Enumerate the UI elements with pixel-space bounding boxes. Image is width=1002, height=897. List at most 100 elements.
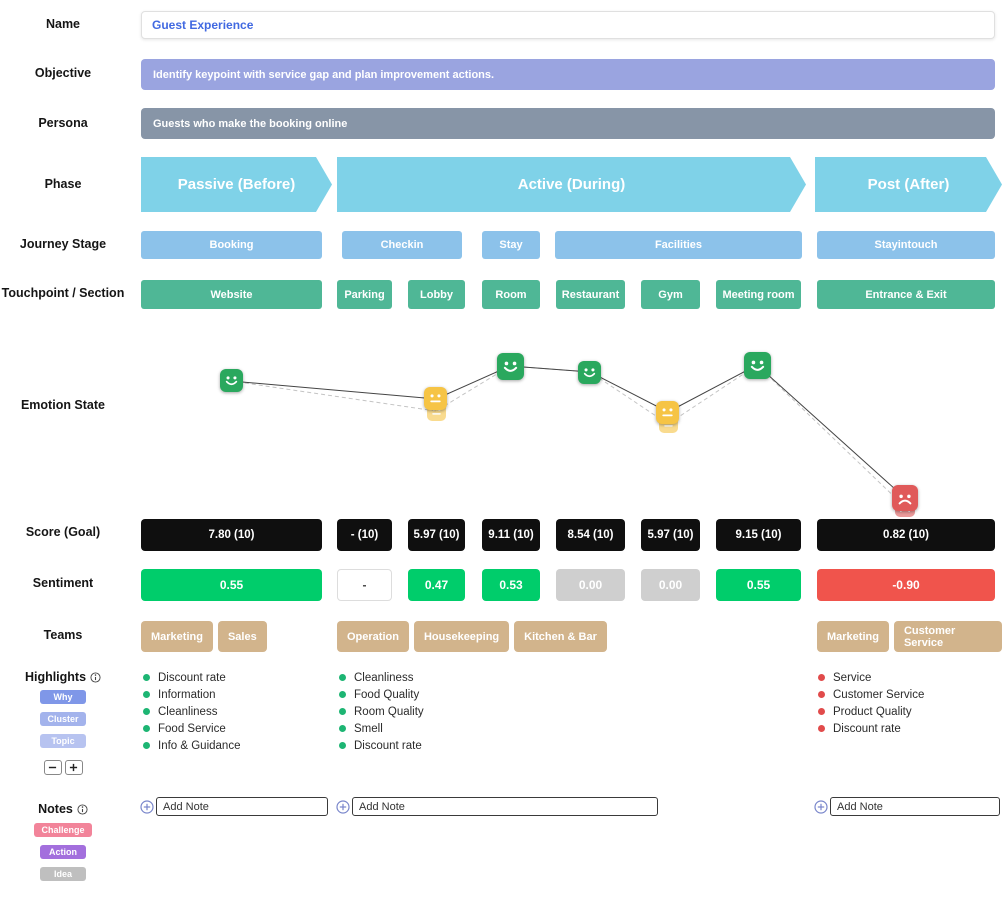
name-row-label: Name [45, 17, 81, 31]
add-note-input-active[interactable] [352, 797, 658, 816]
add-note-plus-icon[interactable] [336, 800, 350, 814]
add-note-input-passive[interactable] [156, 797, 328, 816]
team-chip[interactable]: Sales [217, 621, 267, 652]
sentiment-cell-entrance-exit[interactable]: -0.90 [817, 569, 995, 601]
highlight-label: Customer Service [833, 688, 925, 701]
team-chip[interactable]: Customer Service [893, 621, 1002, 652]
emotion-neutral-icon-lobby[interactable] [424, 387, 447, 410]
emotion-happy-icon-website[interactable] [220, 369, 243, 392]
highlights-group-active: Cleanliness Food Quality Room Quality Sm… [339, 669, 424, 754]
touchpoint-row-label: Touchpoint / Section [1, 286, 125, 300]
score-cell-room[interactable]: 9.11 (10) [482, 519, 540, 551]
touchpoint-cell-room[interactable]: Room [482, 280, 540, 309]
add-note-input-post[interactable] [830, 797, 1000, 816]
objective-field[interactable]: Identify keypoint with service gap and p… [141, 59, 995, 90]
highlights-row-label: Highlights [0, 670, 126, 684]
touchpoint-cell-restaurant[interactable]: Restaurant [556, 280, 625, 309]
stage-cell-stayintouch[interactable]: Stayintouch [817, 231, 995, 259]
sentiment-cell-gym[interactable]: 0.00 [641, 569, 700, 601]
team-chip[interactable]: Marketing [141, 621, 213, 652]
highlight-label: Discount rate [354, 739, 422, 752]
highlight-item[interactable]: Discount rate [818, 720, 924, 737]
stage-cell-booking[interactable]: Booking [141, 231, 322, 259]
emotion-happy-icon-meeting-room[interactable] [744, 352, 771, 379]
emotion-sad-icon-entrance-exit[interactable] [892, 485, 918, 511]
phase-cell-passive[interactable]: Passive (Before) [141, 157, 332, 212]
highlight-label: Information [158, 688, 216, 701]
highlight-label: Product Quality [833, 705, 912, 718]
highlight-item[interactable]: Food Service [143, 720, 240, 737]
emotion-neutral-icon-gym[interactable] [656, 401, 679, 424]
add-note-plus-icon[interactable] [814, 800, 828, 814]
touchpoint-cell-lobby[interactable]: Lobby [408, 280, 465, 309]
increase-button[interactable] [64, 760, 83, 775]
sentiment-cell-meeting-room[interactable]: 0.55 [716, 569, 801, 601]
team-chip[interactable]: Housekeeping [413, 621, 510, 652]
highlight-tag-topic[interactable]: Topic [40, 734, 86, 748]
highlight-item[interactable]: Discount rate [143, 669, 240, 686]
sentiment-row-label: Sentiment [32, 576, 94, 590]
score-cell-restaurant[interactable]: 8.54 (10) [556, 519, 625, 551]
teams-group-passive: Marketing Sales [141, 621, 267, 652]
touchpoint-cell-entrance-exit[interactable]: Entrance & Exit [817, 280, 995, 309]
sentiment-cell-website[interactable]: 0.55 [141, 569, 322, 601]
touchpoint-cell-website[interactable]: Website [141, 280, 322, 309]
highlight-tag-why[interactable]: Why [40, 690, 86, 704]
score-cell-parking[interactable]: - (10) [337, 519, 392, 551]
highlight-tag-cluster[interactable]: Cluster [40, 712, 86, 726]
highlight-item[interactable]: Product Quality [818, 703, 924, 720]
highlight-item[interactable]: Food Quality [339, 686, 424, 703]
bullet-dot-icon [143, 691, 150, 698]
bullet-dot-icon [143, 708, 150, 715]
highlight-label: Cleanliness [158, 705, 218, 718]
stage-cell-checkin[interactable]: Checkin [342, 231, 462, 259]
score-cell-meeting-room[interactable]: 9.15 (10) [716, 519, 801, 551]
team-chip[interactable]: Kitchen & Bar [514, 621, 607, 652]
sentiment-cell-restaurant[interactable]: 0.00 [556, 569, 625, 601]
highlight-label: Food Quality [354, 688, 420, 701]
touchpoint-cell-parking[interactable]: Parking [337, 280, 392, 309]
score-cell-gym[interactable]: 5.97 (10) [641, 519, 700, 551]
phase-cell-active[interactable]: Active (During) [337, 157, 806, 212]
emotion-happy-icon-restaurant[interactable] [578, 361, 601, 384]
highlight-item[interactable]: Information [143, 686, 240, 703]
sentiment-cell-room[interactable]: 0.53 [482, 569, 540, 601]
stage-cell-facilities[interactable]: Facilities [555, 231, 802, 259]
notes-info-icon[interactable] [77, 803, 88, 815]
highlights-info-icon[interactable] [90, 671, 101, 683]
decrease-button[interactable] [43, 760, 62, 775]
highlight-item[interactable]: Cleanliness [143, 703, 240, 720]
sentiment-cell-lobby[interactable]: 0.47 [408, 569, 465, 601]
highlight-item[interactable]: Smell [339, 720, 424, 737]
touchpoint-cell-gym[interactable]: Gym [641, 280, 700, 309]
emotion-happy-icon-room[interactable] [497, 353, 524, 380]
note-tag-action[interactable]: Action [40, 845, 86, 859]
phase-cell-post[interactable]: Post (After) [815, 157, 1002, 212]
phase-row-label: Phase [44, 177, 82, 191]
note-tag-idea[interactable]: Idea [40, 867, 86, 881]
team-chip[interactable]: Marketing [817, 621, 889, 652]
team-chip[interactable]: Operation [337, 621, 409, 652]
highlight-item[interactable]: Room Quality [339, 703, 424, 720]
touchpoint-cell-meeting-room[interactable]: Meeting room [716, 280, 801, 309]
highlight-item[interactable]: Cleanliness [339, 669, 424, 686]
highlight-item[interactable]: Info & Guidance [143, 737, 240, 754]
highlight-label: Smell [354, 722, 383, 735]
highlight-item[interactable]: Service [818, 669, 924, 686]
add-note-plus-icon[interactable] [140, 800, 154, 814]
score-cell-website[interactable]: 7.80 (10) [141, 519, 322, 551]
persona-field[interactable]: Guests who make the booking online [141, 108, 995, 139]
stage-cell-stay[interactable]: Stay [482, 231, 540, 259]
score-cell-entrance-exit[interactable]: 0.82 (10) [817, 519, 995, 551]
highlight-item[interactable]: Customer Service [818, 686, 924, 703]
highlight-item[interactable]: Discount rate [339, 737, 424, 754]
bullet-dot-icon [339, 708, 346, 715]
highlight-label: Cleanliness [354, 671, 414, 684]
note-tag-challenge[interactable]: Challenge [34, 823, 92, 837]
score-cell-lobby[interactable]: 5.97 (10) [408, 519, 465, 551]
bullet-dot-icon [339, 725, 346, 732]
journey-name-input[interactable] [141, 11, 995, 39]
sentiment-cell-parking[interactable]: - [337, 569, 392, 601]
highlight-label: Food Service [158, 722, 226, 735]
